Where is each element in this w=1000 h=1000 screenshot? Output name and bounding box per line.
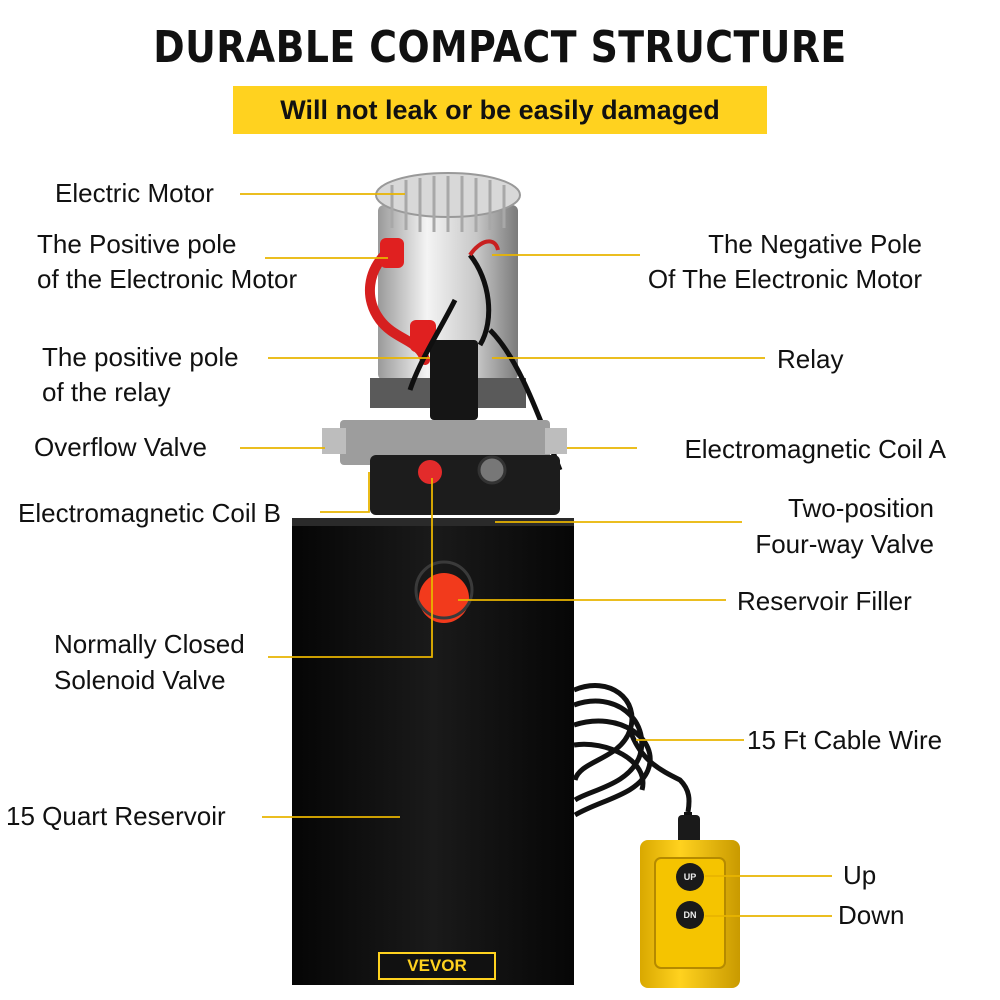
label-relay-positive-line1: The positive pole	[42, 342, 239, 372]
valve-port	[477, 455, 507, 485]
overflow-fitting	[322, 428, 346, 454]
label-reservoir: 15 Quart Reservoir	[6, 801, 226, 831]
label-coil-a: Electromagnetic Coil A	[684, 434, 946, 464]
remote-strain-relief	[678, 815, 700, 845]
label-reservoir-filler: Reservoir Filler	[737, 586, 912, 616]
label-solenoid-line1: Normally Closed	[54, 629, 245, 659]
label-coil-b: Electromagnetic Coil B	[18, 498, 281, 528]
label-down: Down	[838, 900, 905, 930]
red-terminal-top	[380, 238, 404, 268]
vevor-logo: VEVOR	[378, 952, 496, 980]
relay-body	[430, 340, 478, 420]
label-valve-line1: Two-position	[788, 493, 934, 523]
red-negative-wire	[468, 239, 500, 257]
label-motor-positive-line1: The Positive pole	[37, 229, 237, 259]
motor-fins	[390, 176, 506, 232]
cable-coil	[572, 683, 692, 818]
label-solenoid-line2: Solenoid Valve	[54, 665, 226, 695]
leader-lines	[240, 193, 832, 917]
subtitle-banner: Will not leak or be easily damaged	[233, 86, 767, 134]
label-overflow-valve: Overflow Valve	[34, 432, 207, 462]
label-relay-positive-line2: of the relay	[42, 377, 171, 407]
solenoid-knob	[418, 460, 442, 484]
label-motor-positive-line2: of the Electronic Motor	[37, 264, 298, 294]
label-valve-line2: Four-way Valve	[755, 529, 934, 559]
label-up: Up	[843, 860, 877, 890]
label-motor-negative-line2: Of The Electronic Motor	[647, 264, 922, 294]
label-motor-negative-line1: The Negative Pole	[708, 229, 922, 259]
page-title: DURABLE COMPACT STRUCTURE	[153, 22, 847, 73]
down-button[interactable]: DN	[676, 901, 704, 929]
reservoir-filler-ring	[414, 560, 474, 620]
tank-top-edge	[292, 518, 574, 526]
label-relay: Relay	[777, 344, 844, 374]
subtitle-text: Will not leak or be easily damaged	[280, 95, 720, 125]
valve-block	[340, 420, 550, 465]
up-button[interactable]: UP	[676, 863, 704, 891]
label-cable-wire: 15 Ft Cable Wire	[747, 725, 943, 755]
label-electric-motor: Electric Motor	[55, 178, 214, 208]
up-button-text: UP	[683, 872, 697, 882]
reservoir-filler-cap	[419, 573, 469, 623]
valve-block-dark	[370, 455, 560, 515]
down-button-text: DN	[683, 910, 697, 920]
coil-a-fitting	[545, 428, 567, 454]
